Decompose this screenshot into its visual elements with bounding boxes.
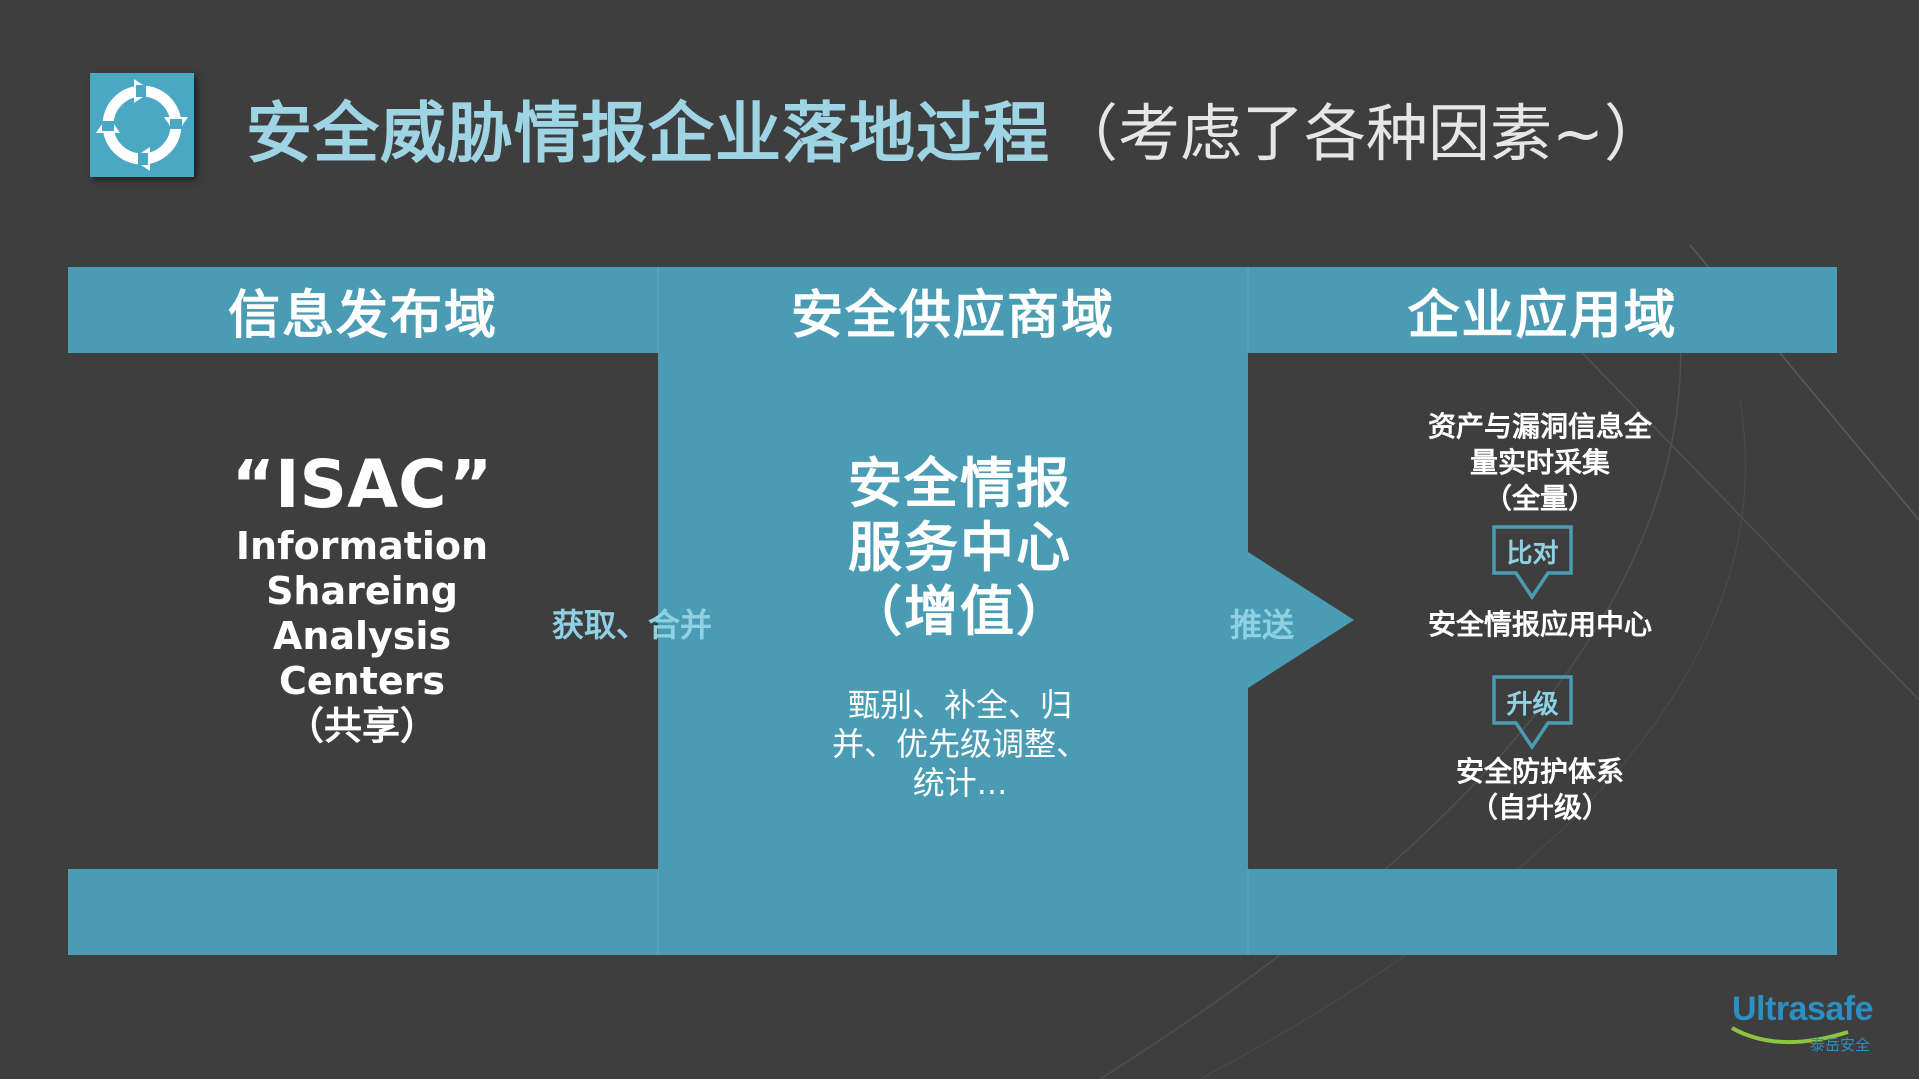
center-description: 甄别、补全、归 并、优先级调整、 统计... — [760, 686, 1160, 803]
isac-line: Analysis — [272, 614, 452, 658]
arrow-into-right — [1248, 552, 1354, 688]
right-text-line: 量实时采集 — [1469, 446, 1610, 479]
ultrasafe-logo: Ultrasafe 泰岳安全 — [1728, 990, 1888, 1060]
isac-line: Shareing — [266, 569, 458, 613]
center-desc-line: 甄别、补全、归 — [847, 686, 1072, 724]
security-defense-system: 安全防护体系 （自升级） — [1380, 754, 1700, 826]
intel-service-center: 安全情报 服务中心 （增值） — [760, 452, 1160, 644]
refresh-cycle-icon — [90, 73, 194, 177]
center-title-line: 服务中心 — [848, 516, 1072, 579]
center-desc-line: 并、优先级调整、 — [831, 725, 1088, 763]
compare-step-label: 比对 — [1506, 539, 1559, 569]
isac-block: “ISAC” Information Shareing Analysis Cen… — [160, 446, 564, 749]
isac-line: Information — [235, 524, 489, 568]
logo-name: Ultrasafe — [1732, 990, 1874, 1028]
arrow-label-acquire-merge: 获取、合并 — [552, 606, 713, 644]
middle-column — [658, 267, 1248, 955]
right-text-line: 资产与漏洞信息全 — [1427, 410, 1652, 443]
center-desc-line: 统计... — [912, 764, 1008, 802]
logo-swoosh-icon — [1731, 1026, 1849, 1044]
isac-quote: “ISAC” — [231, 446, 493, 523]
title-subtitle: （考虑了各种因素~） — [1056, 97, 1666, 170]
intel-app-center: 安全情报应用中心 — [1427, 608, 1652, 641]
page-title: 安全威胁情报企业落地过程 （考虑了各种因素~） — [246, 80, 1666, 176]
right-text-line: 安全防护体系 — [1455, 755, 1624, 788]
header-vendor-domain: 安全供应商域 — [790, 285, 1115, 346]
header-enterprise-domain: 企业应用域 — [1407, 285, 1678, 346]
header-info-publish-domain: 信息发布域 — [227, 285, 498, 346]
compare-step-arrow — [1492, 525, 1573, 601]
isac-line: Centers — [278, 659, 445, 703]
asset-vuln-collection: 资产与漏洞信息全 量实时采集 （全量） — [1380, 409, 1700, 517]
title-main: 安全威胁情报企业落地过程 — [246, 95, 1050, 172]
center-title-line: 安全情报 — [848, 452, 1072, 515]
right-text-line: （自升级） — [1469, 791, 1610, 824]
arrow-label-push: 推送 — [1230, 606, 1295, 644]
isac-line: （共享） — [285, 704, 438, 748]
right-text-line: （全量） — [1483, 482, 1596, 515]
logo-subtitle: 泰岳安全 — [1810, 1036, 1871, 1054]
upgrade-step-label: 升级 — [1506, 690, 1559, 720]
arrow-into-middle — [658, 553, 764, 688]
upgrade-step-arrow — [1492, 675, 1573, 751]
center-title-line: （增值） — [848, 580, 1072, 643]
